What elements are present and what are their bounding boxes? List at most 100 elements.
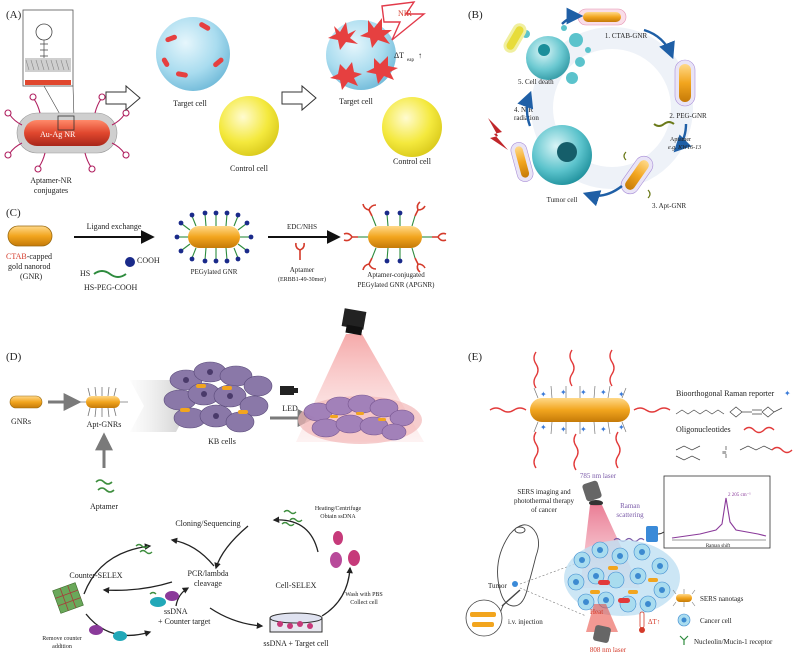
injection-inset [465,589,521,637]
svg-text:✦: ✦ [580,425,587,434]
nr-zoom-box [22,9,75,119]
receptor-label: Nucleolin/Mucin-1 receptor [694,638,773,646]
target-cell-1 [156,17,230,91]
step3-label: 3. Apt-GNR [652,202,687,210]
nr-label: Au-Ag NR [40,130,76,139]
nir-label: NIR [398,9,412,18]
oligo-label: Oligonucleotides [676,425,731,434]
ssdna-target-label: ssDNA + Target cell [263,639,329,648]
panel-d: (D) GNRs Apt-GNRs Aptamer [6,308,424,650]
sers-label-1: SERS imaging and [517,488,571,496]
bound-cells-right [330,531,360,568]
svg-text:✦: ✦ [540,390,547,399]
irradiated-cells [303,394,415,441]
camera-icon [341,308,367,336]
tumor-cell-b: Tumor cell [532,125,592,204]
hs-label: HS [80,269,90,278]
raman-star: ✦ [784,389,791,398]
kb-cells: KB cells [163,361,273,446]
arrow-b1 [643,28,675,60]
gold-nanorod-label: gold nanorod [8,262,50,271]
control-cell-2-label: Control cell [393,157,432,166]
sers-nanotag: ✦✦✦✦✦ ✦✦✦✦✦ [489,349,671,471]
sers-label-2: photothermal therapy [514,497,575,505]
pegylated-gnr: PEGylated GNR [174,210,254,276]
cell-grid [52,582,84,614]
pegylated-gnr-label: PEGylated GNR [191,268,238,276]
aptamer-strand-b: Aptamer e.g. KW16-13 [653,121,701,151]
counter-target-items: ssDNA + Counter target [149,591,211,626]
arrow-b5 [561,7,584,25]
remove-label-1: Remove counter [42,636,82,642]
selex-pool-top [135,543,153,555]
panel-a: (A) [4,1,442,195]
delta-t-sub: eap [407,58,414,63]
aptamer-d-label: Aptamer [90,502,118,511]
delta-t-label: ΔT eap ↑ [394,51,422,63]
ctab-gnr-c [7,225,53,247]
kb-cells-label: KB cells [208,437,236,446]
raman-shift-label: Raman shift [706,544,731,549]
edc-label: EDC/NHS [287,223,317,231]
laser-808: Heat 808 nm laser [586,604,627,654]
apgnr-label-2: PEGylated GNR (APGNR) [358,281,436,289]
svg-text:✦: ✦ [618,390,625,399]
hs-peg-molecule: HS COOH HS-PEG-COOH [80,256,160,292]
panel-b-label: (B) [468,9,483,21]
pcr-label-2: cleavage [194,579,222,588]
released-rod [503,23,527,53]
petri-dish: ssDNA + Target cell [263,612,329,648]
heat-label: Heat [590,608,603,616]
svg-text:✦: ✦ [540,423,547,432]
arrow-a1 [105,84,141,112]
ctab-word: CTAB [6,252,27,261]
svg-text:✦: ✦ [618,423,625,432]
panel-c-label: (C) [6,207,21,219]
raman-label-2: scattering [616,511,644,519]
thermometer-icon: ΔT↑ [639,611,660,633]
target-cell-1-label: Target cell [173,99,207,108]
capped-word: -capped [27,252,52,261]
legend-e: SERS nanotags Cancer cell Nucleolin/Muci… [672,589,773,646]
nir-bolt: NIR [381,1,426,41]
nanotags-label: SERS nanotags [700,595,744,603]
sers-label-3: of cancer [531,506,558,514]
svg-text:✦: ✦ [560,388,567,397]
raman-reporter-structure [675,406,783,418]
spectrum-line [671,497,767,539]
control-cell-1 [219,96,279,156]
aptamer-d-strands [95,479,115,493]
step1-label: 1. CTAB-GNR [605,32,648,40]
laser-785-label: 785 nm laser [580,472,617,480]
peg-gnr: 2. PEG-GNR [669,59,707,120]
ctab-gnr: 1. CTAB-GNR [577,8,648,40]
delta-t-text: ΔT [394,51,404,60]
hs-peg-label: HS-PEG-COOH [84,283,138,292]
dying-cell: 5. Cell death [518,25,591,86]
heated-nr-group [328,18,398,90]
conjugates-label-1: Aptamer-NR [30,176,72,185]
panel-a-label: (A) [6,9,22,21]
peak-label: 2 205 cm⁻¹ [728,492,751,498]
equiv-sign: ≡ [722,448,727,457]
panel-c: (C) CTAB-capped gold nanorod (GNR) Ligan… [6,201,447,292]
aptamer-label-b: Aptamer [670,137,691,143]
wash-label-1: Wash with PBS [345,592,383,598]
ctab-capped-label: CTAB-capped [6,252,52,261]
arrow-b2 [673,123,692,153]
tumor-cell-label: Tumor cell [547,196,578,204]
apt-gnr: 3. Apt-GNR [620,151,687,210]
svg-text:✦: ✦ [580,388,587,397]
tumor-e-label: Tumor [488,582,507,590]
panel-d-label: (D) [6,351,22,363]
raman-label-1: Raman [620,502,640,510]
heating-label-1: Heating/Centrifuge [315,505,362,512]
panel-b: (B) 1. CTAB-GNR 2. PEG-GNR Aptamer e.g. … [468,7,707,210]
cancer-tissue [564,540,680,616]
led-icon [280,386,294,395]
selex-pool-right [281,509,303,527]
iv-label: i.v. injection [508,618,543,626]
conjugates-label-2: conjugates [34,186,68,195]
linker-structure [675,445,793,461]
